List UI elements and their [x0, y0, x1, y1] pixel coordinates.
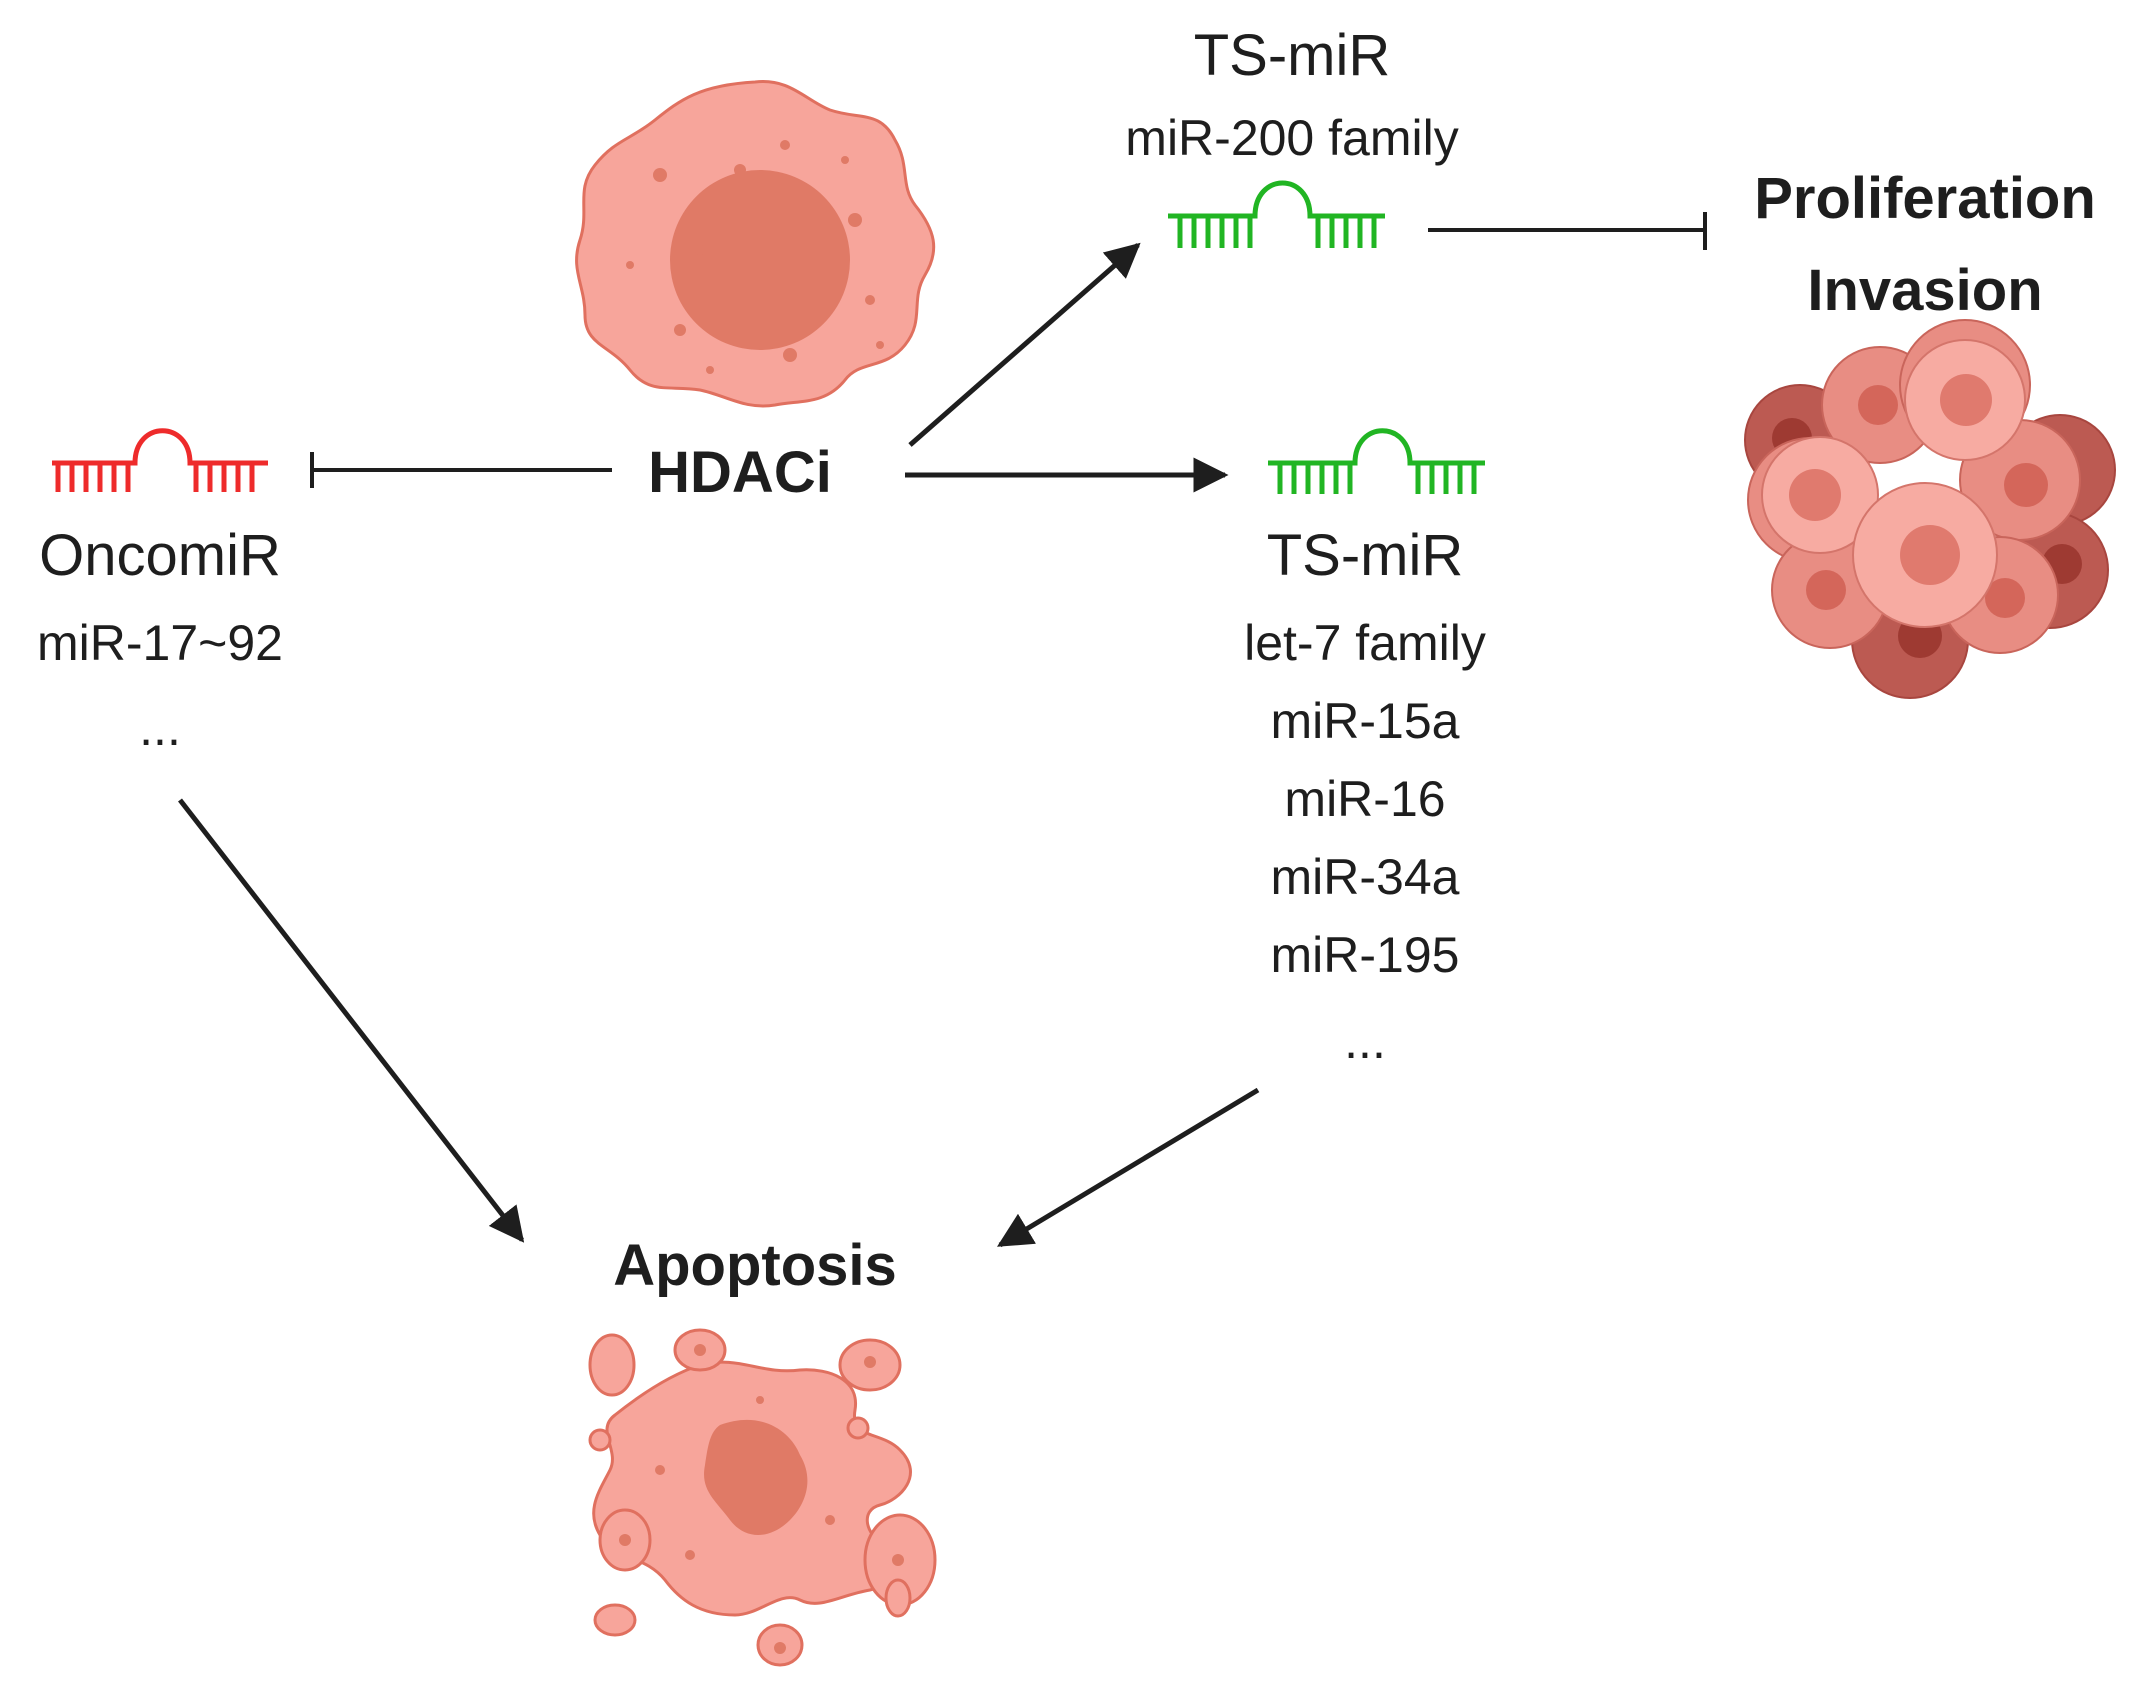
oncomir-type-label: OncomiR — [39, 523, 281, 588]
invasion-label: Invasion — [1807, 258, 2042, 323]
ts-mir-top-type-label: TS-miR — [1194, 23, 1391, 88]
arrow-oncomir-to-apoptosis — [178, 798, 525, 1243]
hdaci-label: HDACi — [648, 440, 832, 505]
cancer-cell-icon — [575, 80, 936, 408]
oncomir-member: miR-17~92 — [37, 615, 283, 671]
ts-mir-right-member: let-7 family — [1244, 615, 1486, 671]
arrow-hdaci-to-ts-mir-top — [908, 242, 1141, 447]
oncomir-hairpin-icon — [52, 428, 268, 492]
ts-mir-right-member: miR-15a — [1271, 693, 1460, 749]
apoptotic-cell-icon — [588, 1328, 937, 1667]
tumor-cluster-icon — [1744, 319, 2116, 699]
ts-mir-top-member: miR-200 family — [1125, 110, 1458, 166]
ts-mir-top-hairpin-icon — [1168, 180, 1385, 248]
ts-mir-right-type-label: TS-miR — [1267, 523, 1464, 588]
ts-mir-right-member: miR-34a — [1271, 849, 1460, 905]
ts-mir-right-member: miR-195 — [1271, 927, 1460, 983]
arrow-ts-mir-to-apoptosis — [996, 1087, 1260, 1248]
ts-mir-right-member: miR-16 — [1284, 771, 1445, 827]
oncomir-ellipsis: ... — [139, 700, 181, 756]
ts-mir-right-ellipsis: ... — [1344, 1013, 1386, 1069]
ts-mir-right-hairpin-icon — [1268, 428, 1485, 494]
proliferation-label: Proliferation — [1754, 166, 2096, 231]
apoptosis-label: Apoptosis — [613, 1233, 897, 1298]
